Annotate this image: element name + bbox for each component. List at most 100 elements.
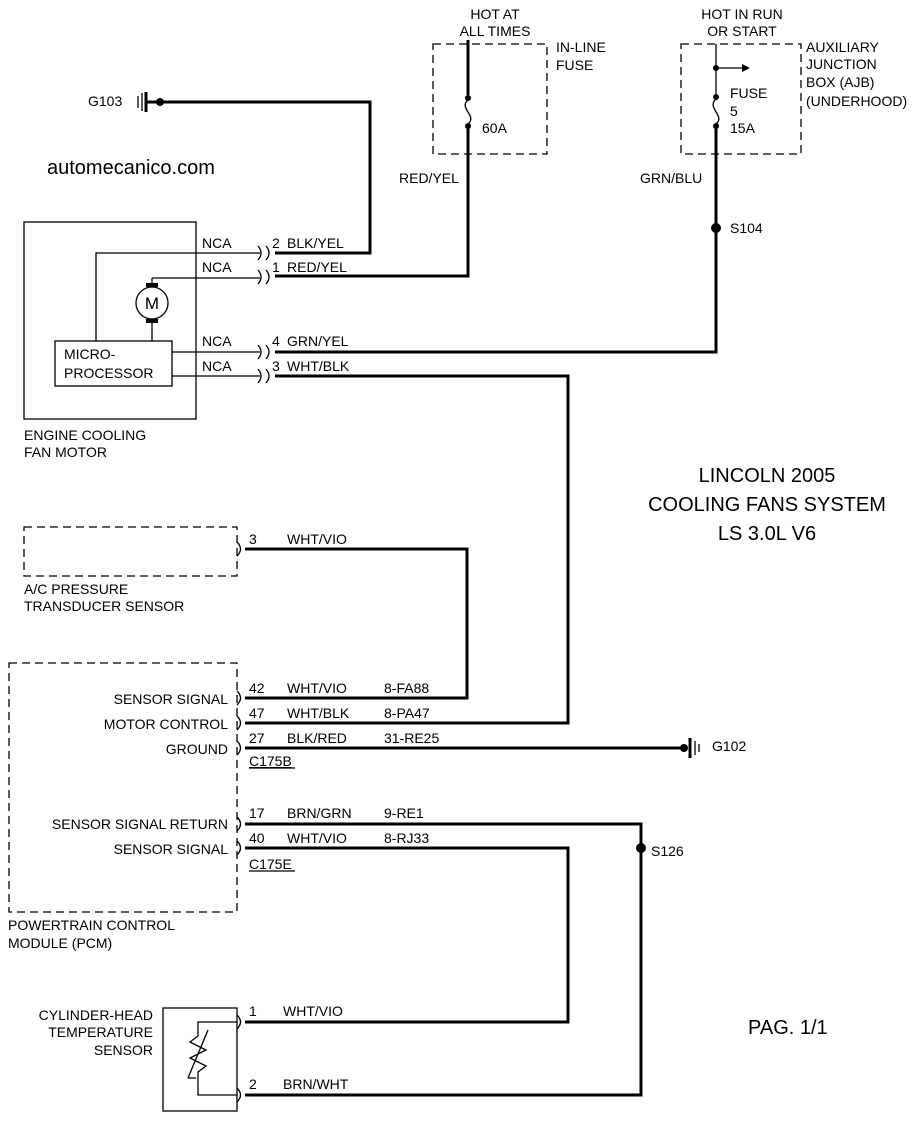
ajb-fuse-rating: 15A xyxy=(730,120,756,136)
fan-motor-pin-4: NCA 4 GRN/YEL xyxy=(202,333,349,360)
splice-s126-label: S126 xyxy=(651,843,684,859)
pcm-pin-47: MOTOR CONTROL 47 WHT/BLK 8-PA47 xyxy=(104,705,430,732)
cht-pin-1-number: 1 xyxy=(249,1003,257,1019)
pcm-pin-47-color: WHT/BLK xyxy=(287,705,350,721)
fan-motor-label-line1: ENGINE COOLING xyxy=(24,427,146,443)
ajb-label-line2: JUNCTION xyxy=(806,56,877,72)
wire-wht-vio-cht xyxy=(245,846,570,1024)
inline-fuse-icon xyxy=(464,40,472,129)
hot-at-all-times-line2: ALL TIMES xyxy=(460,23,531,39)
diagram-title-line2: COOLING FANS SYSTEM xyxy=(648,494,886,516)
fan-pin-1-number: 1 xyxy=(272,259,280,275)
ajb-label-line1: AUXILIARY xyxy=(806,39,880,55)
ac-pin-color: WHT/VIO xyxy=(287,531,347,547)
wire-wht-blk xyxy=(245,374,570,725)
fan-pin-2-number: 2 xyxy=(272,235,280,251)
cht-pin-2-number: 2 xyxy=(249,1076,257,1092)
hot-at-all-times-line1: HOT AT xyxy=(470,6,520,22)
pcm-pin-17-color: BRN/GRN xyxy=(287,805,352,821)
wire-wht-vio-ac xyxy=(245,547,469,700)
fan-motor-box xyxy=(23,221,197,420)
ajb-box xyxy=(680,43,802,155)
pcm-pin-17-number: 17 xyxy=(249,805,265,821)
fan-motor-pin-3: NCA 3 WHT/BLK xyxy=(202,358,350,384)
cht-sensor-label-line2: TEMPERATURE xyxy=(48,1024,153,1040)
pcm-pin-27: GROUND 27 BLK/RED 31-RE25 xyxy=(166,730,440,757)
ac-sensor-pin: 3 WHT/VIO xyxy=(236,531,347,557)
wire-label-grn-blu: GRN/BLU xyxy=(640,170,702,186)
microprocessor-box xyxy=(54,340,173,387)
pcm-pin-40-name: SENSOR SIGNAL xyxy=(114,841,229,857)
pcm-box xyxy=(8,662,238,913)
inline-fuse-rating: 60A xyxy=(482,120,508,136)
page-number: PAG. 1/1 xyxy=(748,1017,828,1039)
microprocessor-label-line1: MICRO- xyxy=(64,346,116,362)
pcm-label-line2: MODULE (PCM) xyxy=(8,935,112,951)
pcm-pin-40-color: WHT/VIO xyxy=(287,830,347,846)
ajb-label-line4: (UNDERHOOD) xyxy=(806,93,907,109)
pcm-pin-42-name: SENSOR SIGNAL xyxy=(114,691,229,707)
wire-blk-yel xyxy=(160,100,372,255)
ground-g102-icon xyxy=(680,738,700,758)
microprocessor-label-line2: PROCESSOR xyxy=(64,365,153,381)
connector-c175e: C175E xyxy=(249,856,292,872)
pcm-pin-27-name: GROUND xyxy=(166,741,228,757)
pcm-pin-40-number: 40 xyxy=(249,830,265,846)
cht-pin-1: 1 WHT/VIO xyxy=(236,1003,343,1030)
fan-pin-3-color: WHT/BLK xyxy=(287,358,350,374)
hot-in-run-line1: HOT IN RUN xyxy=(701,6,782,22)
ground-g103-label: G103 xyxy=(88,93,122,109)
pcm-pin-40: SENSOR SIGNAL 40 WHT/VIO 8-RJ33 xyxy=(114,830,430,857)
fan-motor-label-line2: FAN MOTOR xyxy=(24,444,107,460)
fan-pin-1-color: RED/YEL xyxy=(287,259,347,275)
cht-pin-2-color: BRN/WHT xyxy=(283,1076,349,1092)
splice-s126-dot xyxy=(636,843,646,853)
fan-pin-4-color: GRN/YEL xyxy=(287,333,349,349)
ac-sensor-box xyxy=(23,526,238,577)
pcm-pin-47-circuit: 8-PA47 xyxy=(384,705,430,721)
pcm-label-line1: POWERTRAIN CONTROL xyxy=(8,917,175,933)
pcm-pin-27-circuit: 31-RE25 xyxy=(384,730,439,746)
diagram-title-line1: LINCOLN 2005 xyxy=(699,465,836,487)
fan-pin-3-number: 3 xyxy=(272,358,280,374)
pcm-pin-17-name: SENSOR SIGNAL RETURN xyxy=(52,816,228,832)
thermistor-icon xyxy=(187,1021,237,1096)
ground-g102-label: G102 xyxy=(712,738,746,754)
fan-pin-3-nca: NCA xyxy=(202,358,232,374)
wire-red-yel xyxy=(275,128,470,278)
cht-pin-2: 2 BRN/WHT xyxy=(236,1076,349,1103)
pcm-pin-47-name: MOTOR CONTROL xyxy=(104,716,228,732)
motor-symbol: M xyxy=(145,294,159,313)
splice-s104-dot xyxy=(711,223,721,233)
pcm-pin-17: SENSOR SIGNAL RETURN 17 BRN/GRN 9-RE1 xyxy=(52,805,424,832)
hot-in-run-line2: OR START xyxy=(707,23,777,39)
pcm-pin-42-circuit: 8-FA88 xyxy=(384,680,429,696)
site-watermark: automecanico.com xyxy=(47,157,215,179)
pcm-pin-40-circuit: 8-RJ33 xyxy=(384,830,429,846)
wire-label-red-yel: RED/YEL xyxy=(399,170,459,186)
connector-c175b: C175B xyxy=(249,753,292,769)
splice-s104-label: S104 xyxy=(730,220,763,236)
pcm-pin-42-color: WHT/VIO xyxy=(287,680,347,696)
fan-pin-2-nca: NCA xyxy=(202,235,232,251)
fan-pin-1-nca: NCA xyxy=(202,259,232,275)
fan-motor-pin-1: NCA 1 RED/YEL xyxy=(202,259,347,285)
fan-pin-4-nca: NCA xyxy=(202,333,232,349)
fan-motor-pin-2: NCA 2 BLK/YEL xyxy=(202,235,344,261)
ajb-fuse-icon xyxy=(712,44,750,129)
fan-pin-2-color: BLK/YEL xyxy=(287,235,344,251)
ajb-fuse-number: 5 xyxy=(730,103,738,119)
inline-fuse-label-line1: IN-LINE xyxy=(556,39,606,55)
pcm-pin-42-number: 42 xyxy=(249,680,265,696)
pcm-pin-27-number: 27 xyxy=(249,730,265,746)
wire-grn-blu xyxy=(275,128,718,354)
diagram-title-line3: LS 3.0L V6 xyxy=(718,523,816,545)
cht-sensor-label-line1: CYLINDER-HEAD xyxy=(39,1007,153,1023)
pcm-pin-17-circuit: 9-RE1 xyxy=(384,805,424,821)
inline-fuse-label-line2: FUSE xyxy=(556,57,593,73)
ajb-label-line3: BOX (AJB) xyxy=(806,74,874,90)
motor-icon xyxy=(135,278,169,329)
ac-sensor-label-line2: TRANSDUCER SENSOR xyxy=(24,598,184,614)
wire-brn-grn xyxy=(245,822,643,1097)
